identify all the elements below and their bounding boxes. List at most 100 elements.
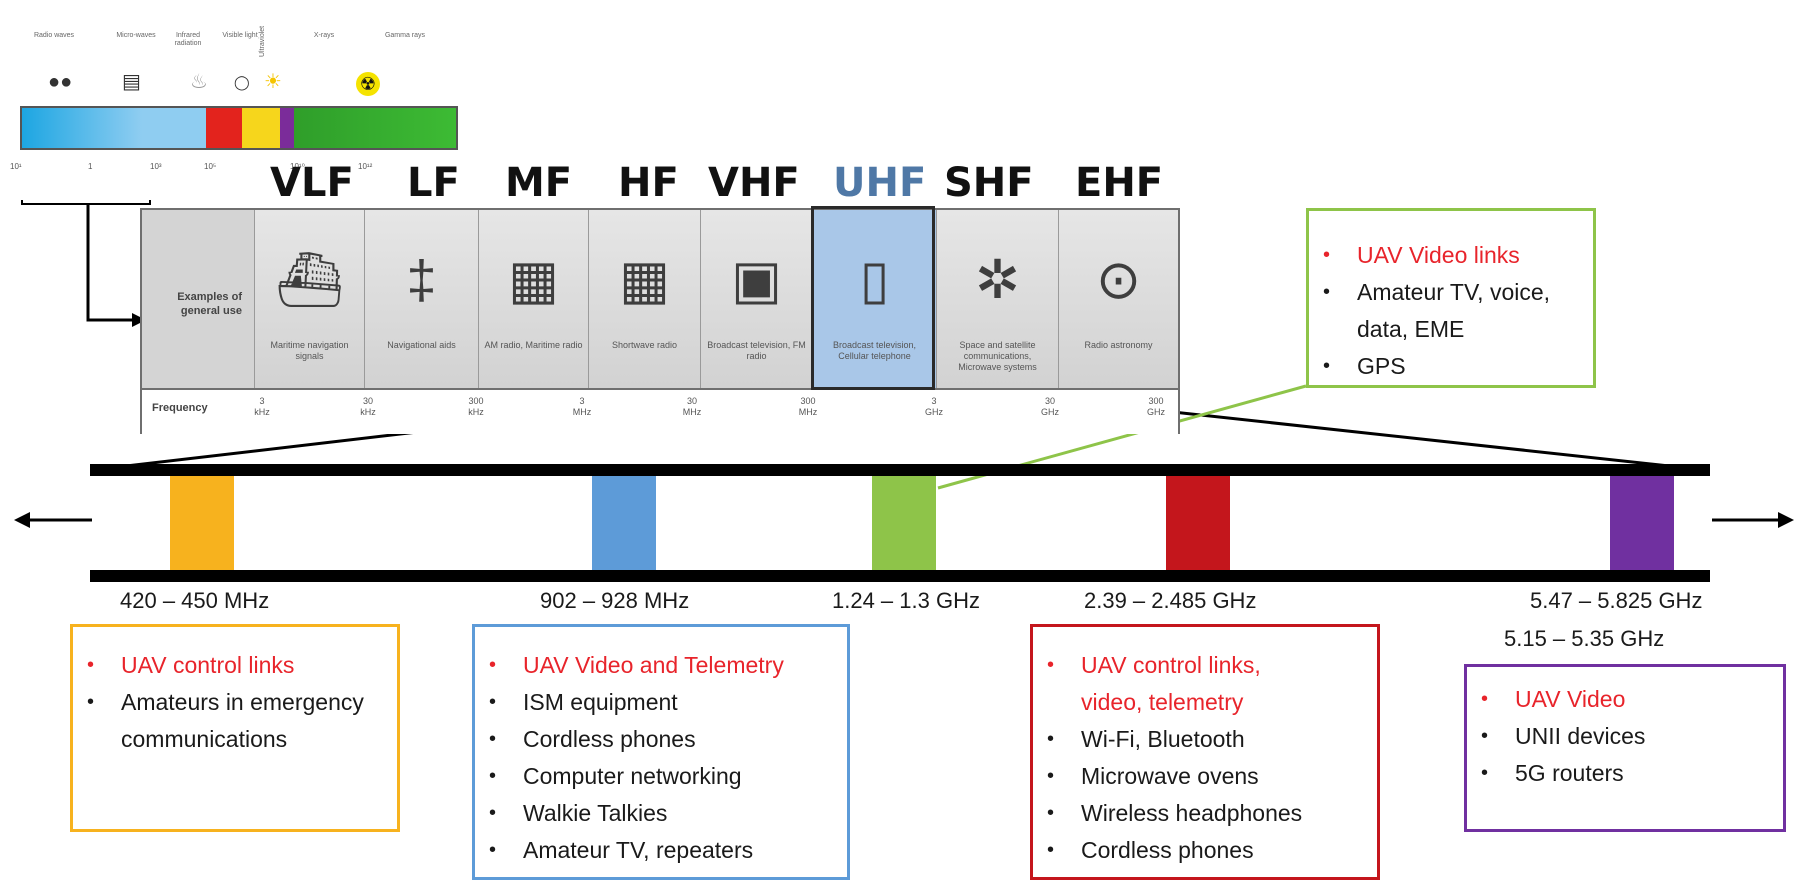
em-tick-label: 10⁵ bbox=[204, 162, 217, 171]
frequency-range-label: 1.24 – 1.3 GHz bbox=[832, 588, 980, 613]
frequency-range-label: 902 – 928 MHz bbox=[540, 588, 690, 613]
em-region-label: Micro-waves bbox=[116, 32, 156, 39]
em-tick-label: 10¹ bbox=[10, 162, 22, 171]
em-spectrum-strip: Radio waves Micro-waves Infrared radiati… bbox=[0, 0, 470, 200]
em-spectrum-gradient bbox=[20, 106, 458, 150]
use-text: Broadcast television, FM radio bbox=[707, 340, 806, 361]
use-text: AM radio, Maritime radio bbox=[484, 340, 583, 350]
em-region-label: Radio waves bbox=[33, 32, 75, 39]
use-column-lf: ‡ Navigational aids bbox=[364, 210, 478, 388]
antenna-icon: ●● bbox=[48, 71, 73, 93]
frequency-range-label: 5.47 – 5.825 GHz bbox=[1530, 588, 1703, 613]
band-item: Amateurs in emergency communications bbox=[73, 684, 397, 758]
use-column-ehf: ⊙ Radio astronomy bbox=[1058, 210, 1178, 388]
radio-icon: ▦ bbox=[618, 250, 671, 310]
band-swatch-1-24-ghz bbox=[872, 476, 936, 570]
band-label-shf: SHF bbox=[944, 160, 1034, 206]
callout-item: UAV Video links bbox=[1309, 237, 1593, 274]
band-swatch-2-4-ghz bbox=[1166, 476, 1230, 570]
examples-label: Examples of general use bbox=[177, 291, 242, 317]
band-label-vlf: VLF bbox=[270, 160, 354, 206]
use-column-vlf: ⛴ Maritime navigation signals bbox=[254, 210, 364, 388]
band-item: UAV control links, video, telemetry bbox=[1033, 647, 1377, 721]
em-infrared-band bbox=[206, 108, 242, 148]
use-text: Space and satellite communications, Micr… bbox=[958, 340, 1037, 372]
band-item: Microwave ovens bbox=[1033, 758, 1377, 795]
sun-icon: ☀ bbox=[264, 71, 282, 93]
band-label-lf: LF bbox=[407, 160, 460, 206]
microwave-icon: ▤ bbox=[122, 71, 141, 93]
radiation-icon: ☢ bbox=[356, 72, 380, 96]
em-tick-label: 10¹² bbox=[358, 162, 373, 171]
band-label-ehf: EHF bbox=[1075, 160, 1164, 206]
callout-1-24-ghz: UAV Video links Amateur TV, voice, data,… bbox=[1306, 208, 1596, 388]
frequency-label: Frequency bbox=[152, 402, 208, 414]
use-column-hf: ▦ Shortwave radio bbox=[588, 210, 700, 388]
uhf-highlight-frame bbox=[811, 206, 935, 390]
em-ultraviolet-band bbox=[280, 108, 294, 148]
em-region-label: Gamma rays bbox=[384, 32, 426, 39]
band-label-uhf: UHF bbox=[833, 160, 927, 206]
band-box-420-mhz: UAV control links Amateurs in emergency … bbox=[70, 624, 400, 832]
band-label-hf: HF bbox=[618, 160, 679, 206]
em-xray-gamma-band bbox=[294, 108, 456, 148]
use-text: Broadcast television, Cellular telephone bbox=[832, 340, 917, 361]
band-item: UAV control links bbox=[73, 647, 397, 684]
left-arrowhead bbox=[14, 512, 30, 528]
em-tick-label: 1 bbox=[88, 162, 93, 171]
radio-icon: ▦ bbox=[507, 250, 560, 310]
em-tick-label: 10¹⁰ bbox=[290, 162, 305, 171]
light-bulb-icon: ◯ bbox=[234, 74, 250, 90]
em-region-label: Visible light bbox=[222, 32, 258, 39]
right-arrowhead bbox=[1778, 512, 1794, 528]
band-item: UNII devices bbox=[1467, 718, 1783, 755]
radio-spectrum-table: Examples of general use ⛴ Maritime navig… bbox=[140, 208, 1180, 434]
callout-item: GPS bbox=[1309, 348, 1593, 385]
use-text: Navigational aids bbox=[387, 340, 456, 350]
use-column-uhf: ▯ Broadcast television, Cellular telepho… bbox=[812, 210, 936, 388]
band-item: UAV Video bbox=[1467, 681, 1783, 718]
heat-lamp-icon: ♨ bbox=[190, 71, 208, 93]
em-bracket bbox=[21, 200, 151, 205]
em-region-label: X-rays bbox=[313, 32, 335, 39]
use-column-vhf: ▣ Broadcast television, FM radio bbox=[700, 210, 812, 388]
frequency-range-label: 2.39 – 2.485 GHz bbox=[1084, 588, 1257, 613]
band-item: Wi-Fi, Bluetooth bbox=[1033, 721, 1377, 758]
em-pointer-line bbox=[86, 204, 132, 322]
radio-tower-icon: ‡ bbox=[406, 250, 437, 310]
mobile-phone-icon: ▯ bbox=[859, 250, 890, 310]
em-tick-label: 10³ bbox=[150, 162, 162, 171]
submarine-icon: ⛴ bbox=[275, 250, 344, 310]
frequency-range-label: 5.15 – 5.35 GHz bbox=[1504, 626, 1665, 651]
band-item: Computer networking bbox=[475, 758, 847, 795]
band-item: ISM equipment bbox=[475, 684, 847, 721]
band-box-902-mhz: UAV Video and Telemetry ISM equipment Co… bbox=[472, 624, 850, 880]
band-swatch-5-ghz bbox=[1610, 476, 1674, 570]
band-item: Walkie Talkies bbox=[475, 795, 847, 832]
band-label-mf: MF bbox=[505, 160, 573, 206]
band-box-2-4-ghz: UAV control links, video, telemetry Wi-F… bbox=[1030, 624, 1380, 880]
em-region-label: Infrared radiation bbox=[174, 32, 202, 47]
band-swatch-420-mhz bbox=[170, 476, 234, 570]
frequency-range-label: 420 – 450 MHz bbox=[120, 588, 270, 613]
television-icon: ▣ bbox=[730, 250, 783, 310]
use-text: Shortwave radio bbox=[611, 340, 678, 350]
band-item: 5G routers bbox=[1467, 755, 1783, 792]
band-bar-top-rail bbox=[90, 464, 1710, 476]
use-text: Radio astronomy bbox=[1084, 340, 1153, 350]
use-column-shf: ✲ Space and satellite communications, Mi… bbox=[936, 210, 1058, 388]
band-item: UAV Video and Telemetry bbox=[475, 647, 847, 684]
band-bar-bottom-rail bbox=[90, 570, 1710, 582]
em-microwave-band bbox=[142, 108, 206, 148]
radio-telescope-icon: ⊙ bbox=[1095, 250, 1142, 310]
band-swatch-902-mhz bbox=[592, 476, 656, 570]
